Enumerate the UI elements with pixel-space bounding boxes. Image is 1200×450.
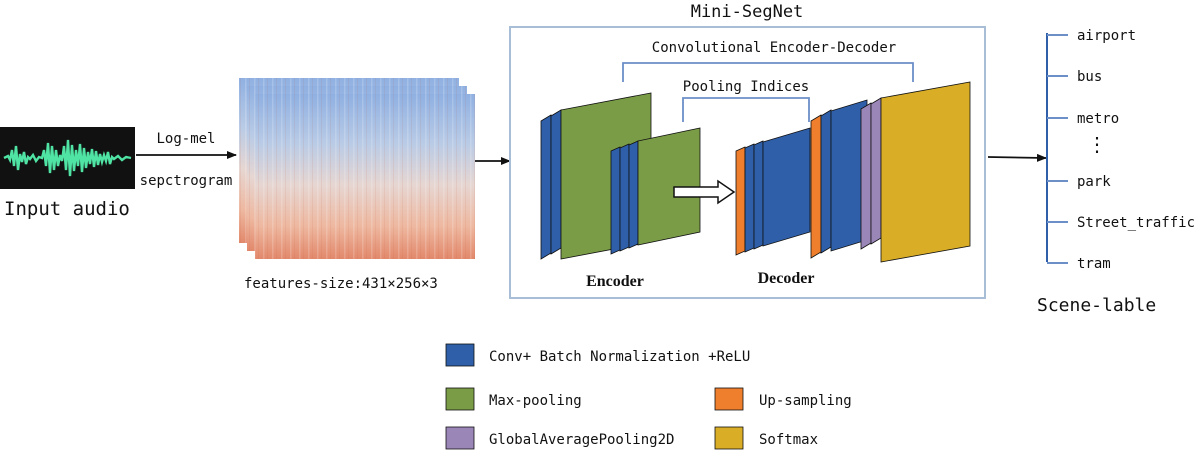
decoder-block-2 bbox=[810, 81, 971, 263]
legend-label-maxpool: Max-pooling bbox=[489, 393, 582, 409]
legend-swatch-softmax bbox=[714, 426, 744, 450]
model-to-output-arrow bbox=[987, 153, 1047, 162]
decoder-block-1 bbox=[735, 127, 811, 256]
conv-layer bbox=[628, 140, 639, 249]
maxpool-layer bbox=[637, 127, 701, 246]
upsample-layer bbox=[810, 114, 822, 259]
spectrogram-stack: features-size:431×256×3 bbox=[239, 78, 475, 292]
model-box bbox=[509, 26, 986, 299]
spectrogram-layer-1-noise bbox=[255, 94, 475, 259]
tree-item-label: tram bbox=[1077, 256, 1111, 272]
tree-item-label: park bbox=[1077, 174, 1111, 190]
legend: Conv+ Batch Normalization +ReLU Max-pool… bbox=[445, 343, 852, 450]
pooling-indices-label: Pooling Indices bbox=[683, 79, 809, 95]
conv-layer bbox=[610, 146, 621, 255]
gap-layer bbox=[860, 102, 872, 250]
legend-label-gap: GlobalAveragePooling2D bbox=[489, 432, 674, 448]
legend-label-softmax: Softmax bbox=[759, 432, 818, 448]
input-audio-group: Input audio bbox=[0, 127, 135, 220]
legend-item-upsample: Up-sampling bbox=[714, 387, 852, 411]
conv-layer bbox=[762, 127, 811, 247]
hollow-arrow-icon bbox=[673, 179, 736, 205]
model-title: Mini-SegNet bbox=[691, 2, 804, 22]
encoder-label: Encoder bbox=[586, 273, 644, 290]
decoder-label: Decoder bbox=[758, 270, 815, 287]
pooling-indices-bracket bbox=[682, 97, 810, 122]
gap-layer bbox=[870, 97, 882, 245]
tree-ellipsis: ⋮ bbox=[1087, 132, 1107, 156]
enc-dec-label: Convolutional Encoder-Decoder bbox=[652, 40, 896, 56]
legend-item-gap: GlobalAveragePooling2D bbox=[445, 426, 674, 450]
scene-label-title: Scene-lable bbox=[1037, 295, 1156, 316]
enc-dec-bracket bbox=[622, 62, 914, 82]
conv-layer bbox=[820, 109, 832, 254]
conv-layer bbox=[753, 140, 764, 250]
legend-label-conv: Conv+ Batch Normalization +ReLU bbox=[489, 349, 750, 365]
conv-layer bbox=[619, 143, 630, 252]
input-audio-label: Input audio bbox=[4, 198, 130, 220]
legend-label-upsample: Up-sampling bbox=[759, 393, 852, 409]
legend-item-maxpool: Max-pooling bbox=[445, 387, 582, 411]
logmel-arrow-group: Log-mel sepctrogram bbox=[136, 131, 237, 189]
legend-swatch-conv bbox=[445, 343, 475, 367]
conv-layer bbox=[744, 143, 755, 253]
softmax-layer bbox=[880, 81, 971, 263]
legend-swatch-upsample bbox=[714, 387, 744, 411]
logmel-label: Log-mel bbox=[156, 131, 215, 147]
conv-layer bbox=[540, 114, 552, 260]
tree-item-label: airport bbox=[1077, 28, 1136, 44]
spectrogram-label: sepctrogram bbox=[140, 173, 233, 189]
legend-swatch-maxpool bbox=[445, 387, 475, 411]
upsample-layer bbox=[735, 146, 746, 256]
tree-item-label: bus bbox=[1077, 69, 1102, 85]
encoder-block-2 bbox=[610, 127, 701, 255]
legend-item-conv: Conv+ Batch Normalization +ReLU bbox=[445, 343, 750, 367]
conv-layer bbox=[550, 109, 562, 255]
legend-item-softmax: Softmax bbox=[714, 426, 818, 450]
mini-segnet-block: Mini-SegNet Convolutional Encoder-Decode… bbox=[509, 2, 986, 299]
waveform-icon bbox=[3, 139, 132, 177]
features-size-label: features-size:431×256×3 bbox=[244, 276, 438, 292]
legend-swatch-gap bbox=[445, 426, 475, 450]
tree-item-label: metro bbox=[1077, 111, 1119, 127]
tree-item-label: Street_traffic bbox=[1077, 215, 1195, 231]
